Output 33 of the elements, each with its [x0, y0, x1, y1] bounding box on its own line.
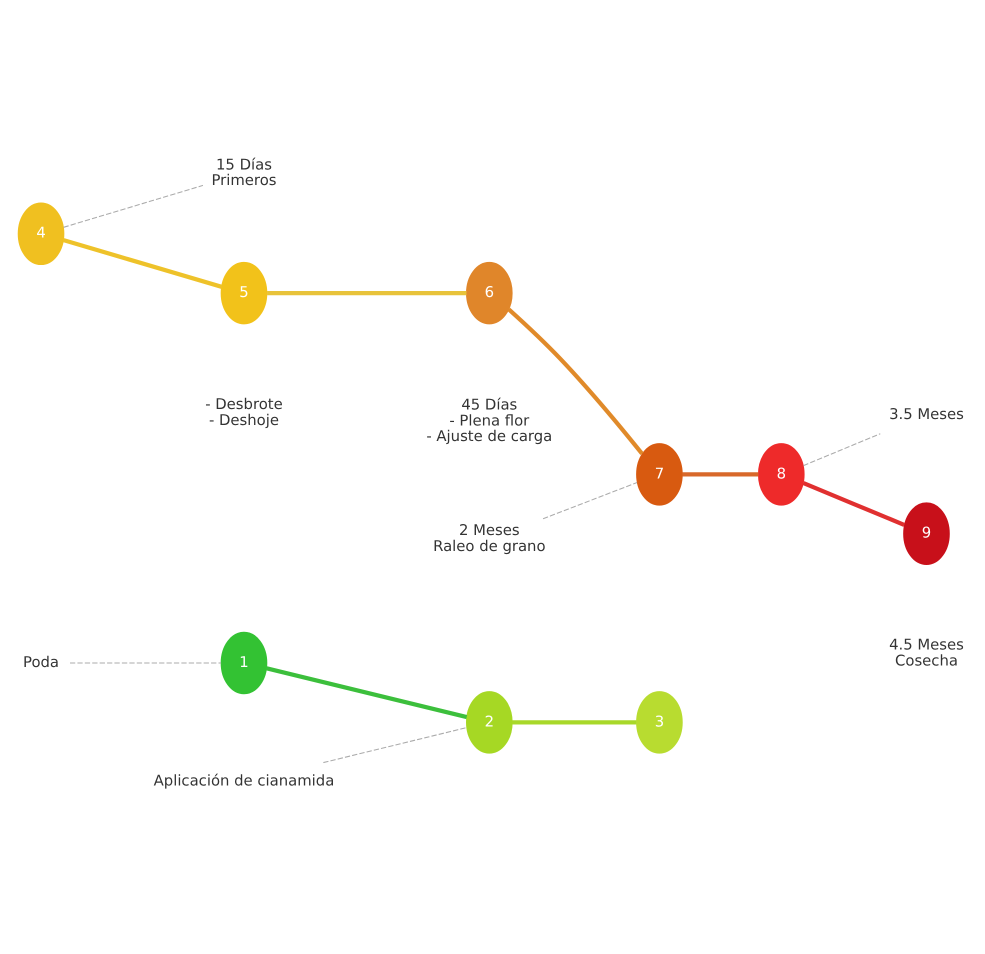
node-ellipse: 4	[18, 202, 64, 266]
connector	[682, 472, 758, 476]
node-label: Cosecha	[895, 652, 958, 670]
connector	[803, 433, 880, 466]
node-label: 4.5 Meses	[889, 636, 964, 654]
connector	[507, 308, 644, 456]
node-label: 45 Días	[461, 396, 518, 414]
connector	[267, 291, 466, 296]
node-ellipse: 8	[758, 443, 805, 506]
node-ellipse: 3	[636, 691, 683, 754]
node-ellipse: 2	[466, 691, 513, 754]
node-label: - Deshoje	[208, 412, 280, 429]
node-text: Poda	[23, 654, 60, 671]
node-label: - Desbrote	[205, 396, 283, 413]
node-ellipse: 6	[466, 262, 513, 324]
node-text: 3.5 Meses	[889, 406, 964, 423]
connector	[323, 727, 467, 764]
connector	[266, 666, 468, 720]
node-ellipse: 9	[903, 502, 950, 565]
connector	[70, 662, 222, 664]
node-label: - Plena flor	[449, 412, 530, 430]
node-ellipse: 1	[220, 632, 268, 694]
connector	[62, 238, 222, 289]
node-label: - Ajuste de carga	[426, 428, 552, 446]
node-ellipse: 7	[636, 443, 683, 506]
node-text: 2 Meses Raleo de grano	[433, 522, 546, 555]
connector	[63, 184, 204, 228]
connector	[512, 720, 636, 724]
connector	[542, 482, 638, 520]
node-text: Aplicación de cianamida	[154, 772, 334, 790]
connector	[802, 481, 906, 527]
node-ellipse: 5	[220, 262, 268, 324]
node-text: 15 Días Primeros	[211, 156, 277, 190]
